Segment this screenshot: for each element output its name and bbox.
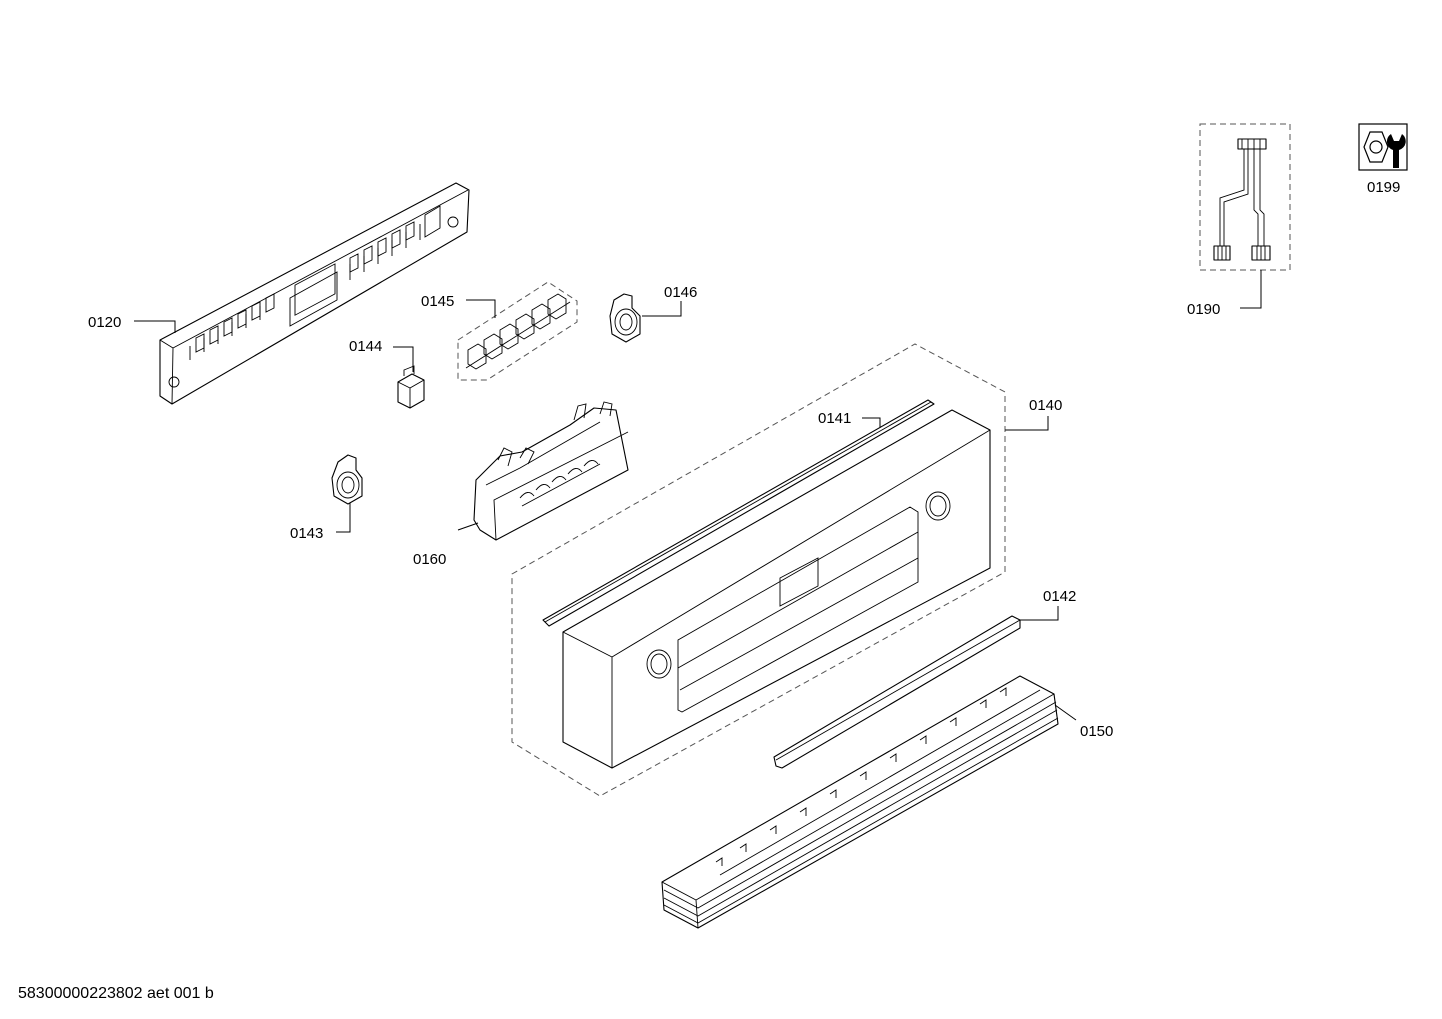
label-0142: 0142	[1043, 588, 1076, 605]
document-code: 58300000223802 aet 001 b	[18, 985, 214, 1002]
label-0190: 0190	[1187, 301, 1220, 318]
part-0140-fascia	[562, 409, 991, 769]
part-0160-carrier	[473, 401, 629, 541]
label-0150: 0150	[1080, 723, 1113, 740]
part-0143-knob	[331, 454, 363, 505]
label-0120: 0120	[88, 314, 121, 331]
wrench-nut-icon	[1358, 123, 1408, 171]
label-0199: 0199	[1367, 179, 1400, 196]
label-0160: 0160	[413, 551, 446, 568]
part-0141-strip	[542, 399, 935, 627]
label-0140: 0140	[1029, 397, 1062, 414]
label-0146: 0146	[664, 284, 697, 301]
part-0190-harness	[1199, 123, 1291, 271]
part-0145-buttons	[457, 281, 578, 381]
label-0144: 0144	[349, 338, 382, 355]
part-0142-trim	[773, 615, 1021, 769]
part-0150-rail	[661, 675, 1059, 929]
label-0143: 0143	[290, 525, 323, 542]
label-0141: 0141	[818, 410, 851, 427]
part-0146-knob	[609, 293, 641, 343]
part-0120-bracket	[159, 182, 470, 405]
group-0140-outline	[511, 343, 1006, 797]
part-0144-clip	[397, 365, 425, 409]
label-0145: 0145	[421, 293, 454, 310]
